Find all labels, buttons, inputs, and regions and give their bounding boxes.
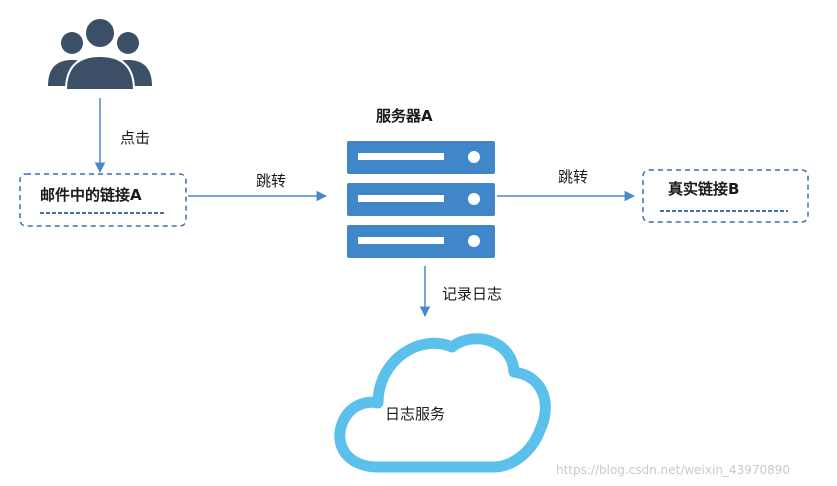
server-label: 服务器A xyxy=(376,107,433,125)
edge-label-redirect-to-server: 跳转 xyxy=(256,172,286,190)
log-service-label: 日志服务 xyxy=(385,405,445,423)
email-link-node: 邮件中的链接A xyxy=(19,173,187,227)
edge-label-click: 点击 xyxy=(120,129,150,147)
cloud-icon xyxy=(334,333,551,473)
edge-label-record-log: 记录日志 xyxy=(442,285,502,303)
real-link-node: 真实链接B xyxy=(642,169,809,223)
watermark: https://blog.csdn.net/weixin_43970890 xyxy=(556,463,790,477)
email-link-label: 邮件中的链接A xyxy=(40,186,142,204)
users-group-icon xyxy=(48,17,152,91)
real-link-label: 真实链接B xyxy=(668,180,739,198)
edge-label-redirect-to-real: 跳转 xyxy=(558,168,588,186)
server-icon xyxy=(347,141,495,258)
